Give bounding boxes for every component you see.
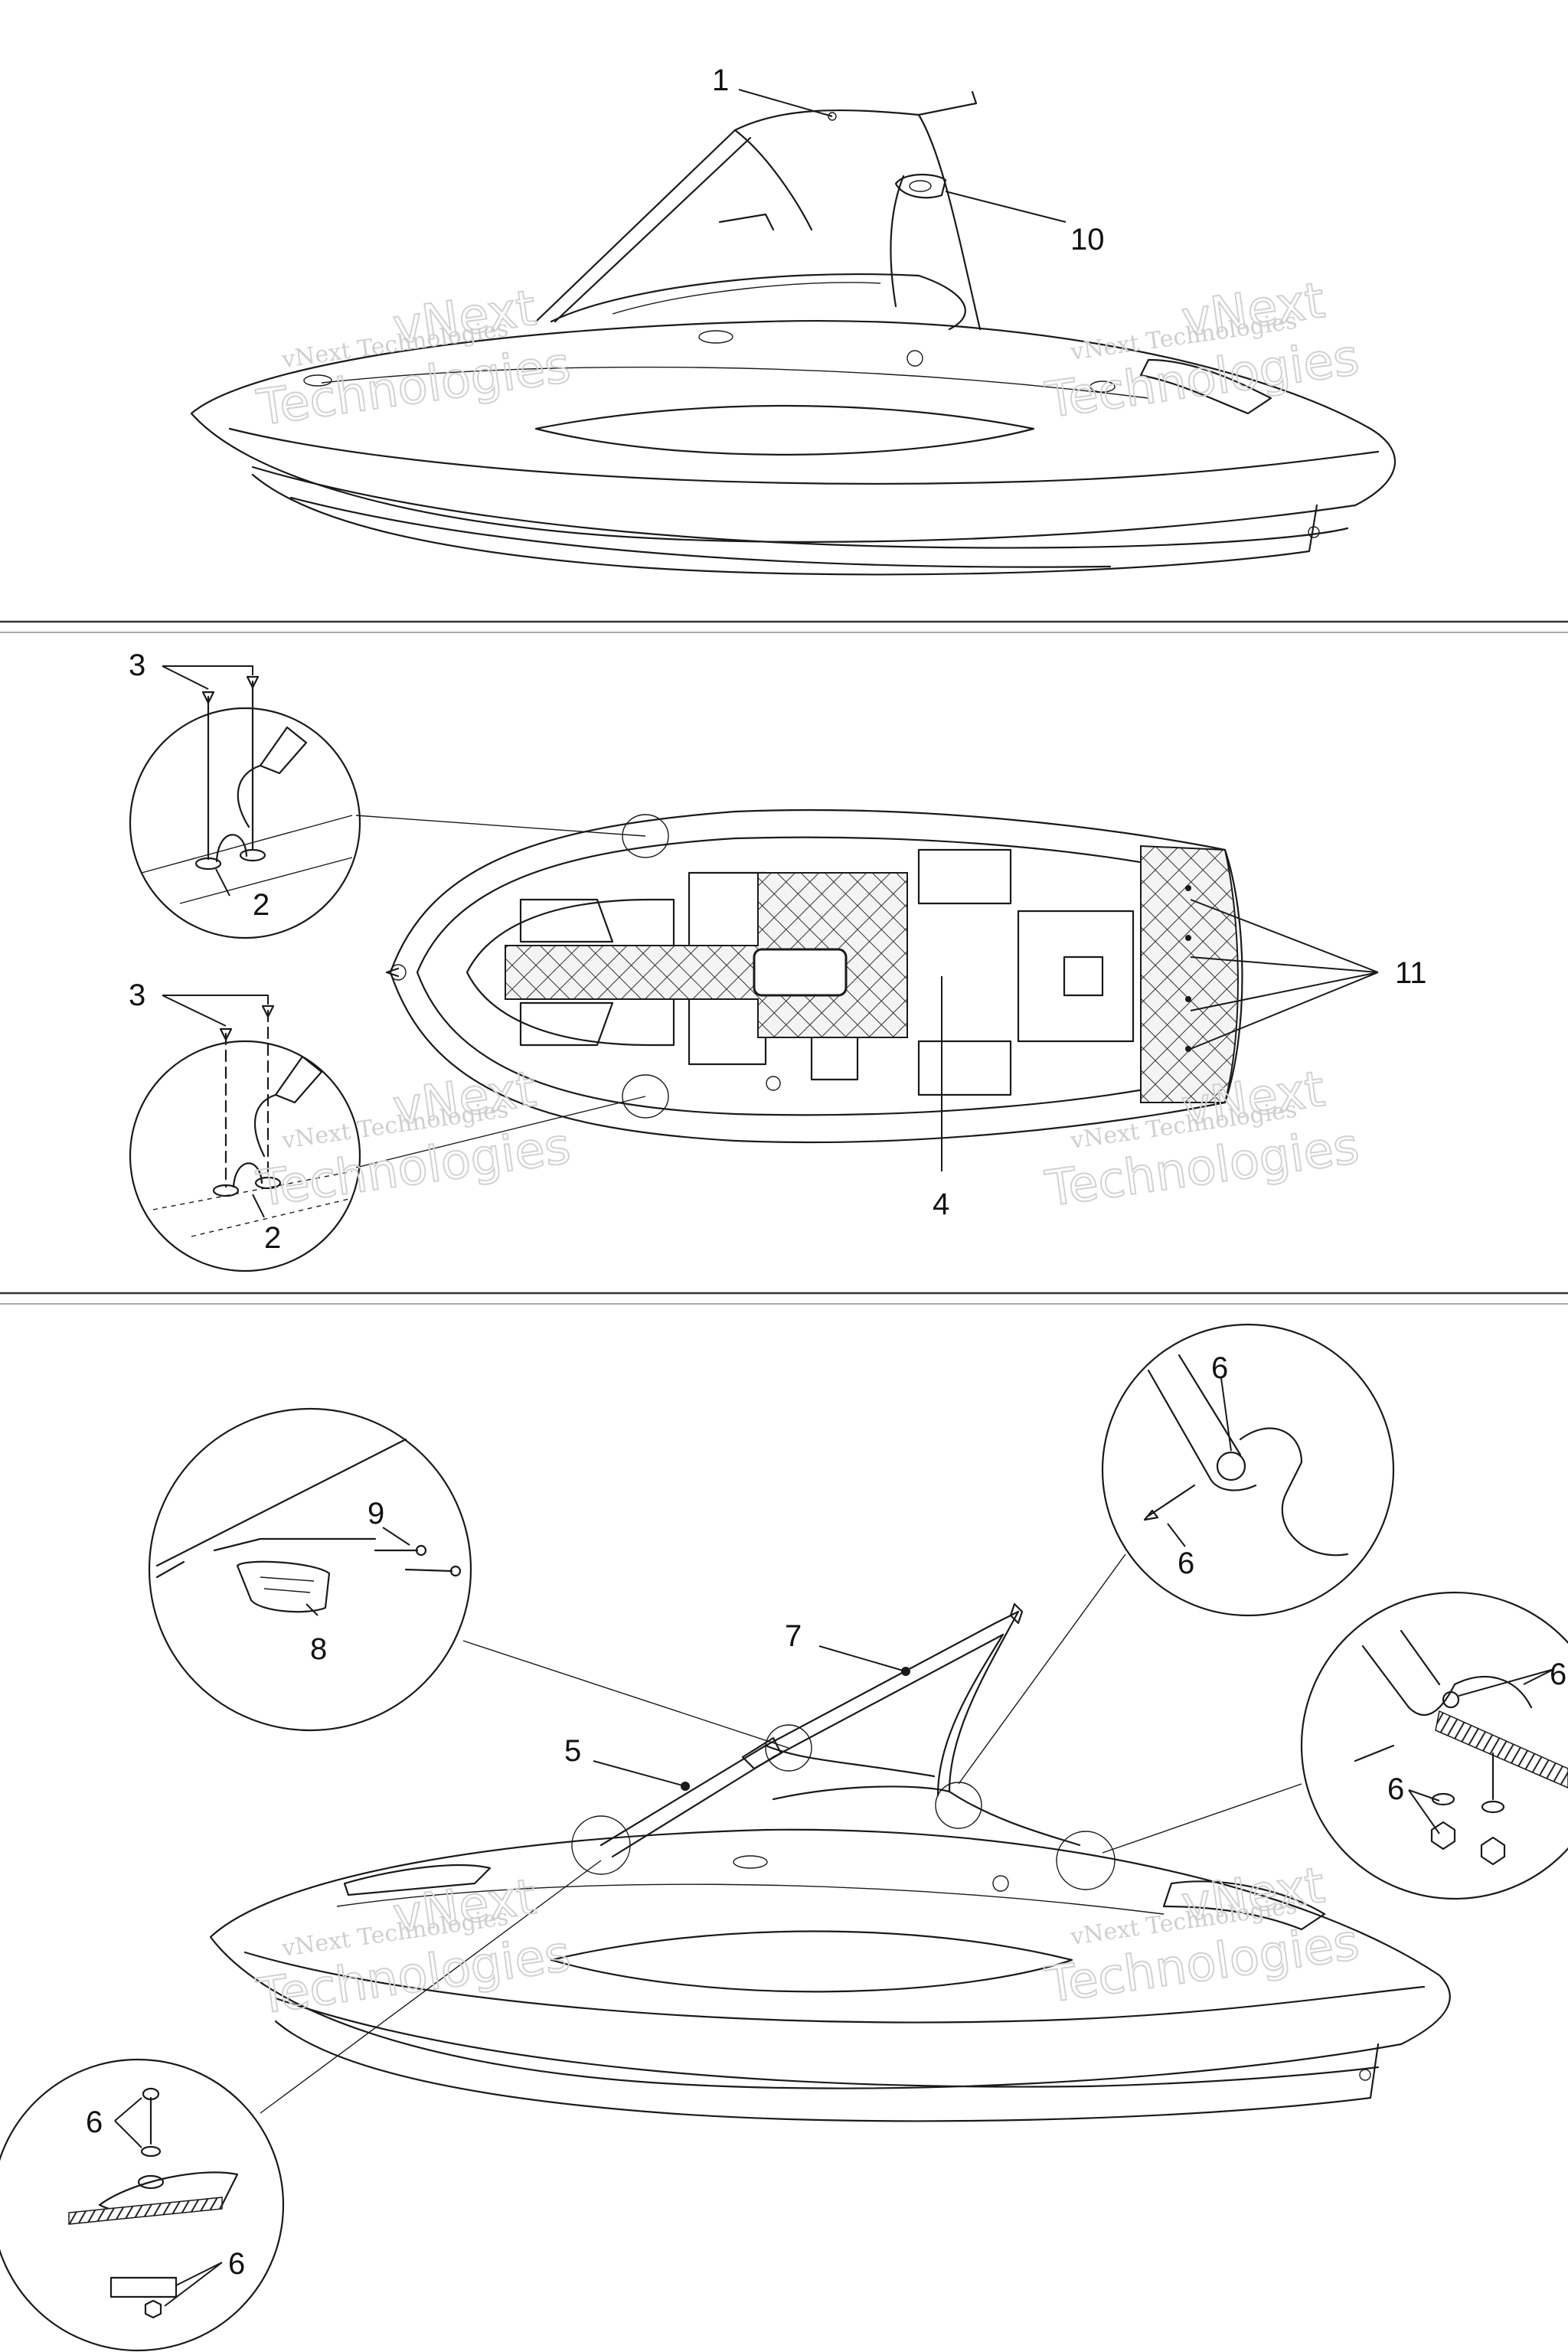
boat-side-hull [190,273,1396,576]
leader-10 [945,191,1067,223]
detail-leader-upper [355,815,646,837]
callout-8: 8 [310,1632,327,1666]
mount-circle-d [1056,1831,1116,1890]
detail-leader-mirror [462,1640,789,1749]
cockpit-mat [505,872,908,1038]
callout-6-r: 6 [1550,1658,1566,1691]
callout-11: 11 [1395,956,1427,990]
watermark-group: vNext Technologies vNext Technologies vN… [253,272,1363,2027]
leader-8 [305,1603,318,1616]
wakeboard-tower [534,90,982,331]
mount-circle-b [765,1724,812,1772]
panel-tower-install: 7 5 9 8 6 6 6 6 6 6 [0,1323,1568,2352]
mount-circle-a [571,1815,631,1875]
callout-6-r-low: 6 [1387,1772,1404,1806]
leader-6-bl-bot [164,2262,223,2307]
mount-circle-c [935,1782,982,1829]
leader-2-lower [252,1194,265,1218]
callout-4: 4 [933,1187,949,1221]
leader-11 [1190,899,1379,1050]
leader-6-r [1458,1668,1555,1697]
leader-6-bl-top [114,2097,142,2148]
swim-platform-mat [1140,844,1239,1103]
leader-6-ur-top [1220,1377,1232,1452]
callout-5: 5 [564,1734,581,1768]
callout-1: 1 [712,64,729,97]
tower-speaker [894,173,947,199]
callout-6-ur-top: 6 [1211,1351,1228,1385]
callout-3-upper: 3 [129,648,145,682]
callout-7: 7 [785,1619,802,1653]
leader-2-upper [215,868,230,897]
leader-3-lower [162,995,269,1027]
callout-2-upper: 2 [253,888,270,922]
leader-9 [382,1527,410,1546]
callout-9: 9 [368,1497,384,1530]
detail-circle-lower [129,1004,361,1272]
callout-6-bl-top: 6 [86,2105,103,2139]
panel-top-view: 3 2 3 2 4 11 [129,648,1427,1272]
detail-leader-upper-mount [958,1553,1126,1785]
leader-6-r-low [1408,1789,1440,1834]
detail-circle-upper [129,675,361,939]
leader-5 [593,1760,686,1787]
detail-circle-front-mount [0,2058,285,2352]
detail-leader-rear-mount [1102,1783,1302,1854]
detail-circle-rear-mount [1300,1591,1568,1900]
callout-2-lower: 2 [264,1221,281,1255]
detail-leader-lower [355,1096,646,1168]
callout-6-bl-bot: 6 [228,2247,245,2281]
panel-side-view: 1 10 [190,64,1396,576]
callout-10: 10 [1070,223,1105,256]
leader-1 [738,89,833,117]
leader-3-upper [162,665,253,690]
detail-circle-upper-mount [1101,1323,1395,1617]
wakeboard-tower-assembly [599,1602,1081,1858]
detail-leader-front-mount [260,1860,602,2114]
leader-6-ur-bot [1167,1523,1186,1547]
boat-side-hull-lower [209,1828,1451,2122]
leader-7 [818,1645,906,1672]
callout-3-lower: 3 [129,978,145,1012]
callout-6-ur-bot: 6 [1178,1547,1194,1580]
detail-circle-mirror [148,1407,472,1732]
